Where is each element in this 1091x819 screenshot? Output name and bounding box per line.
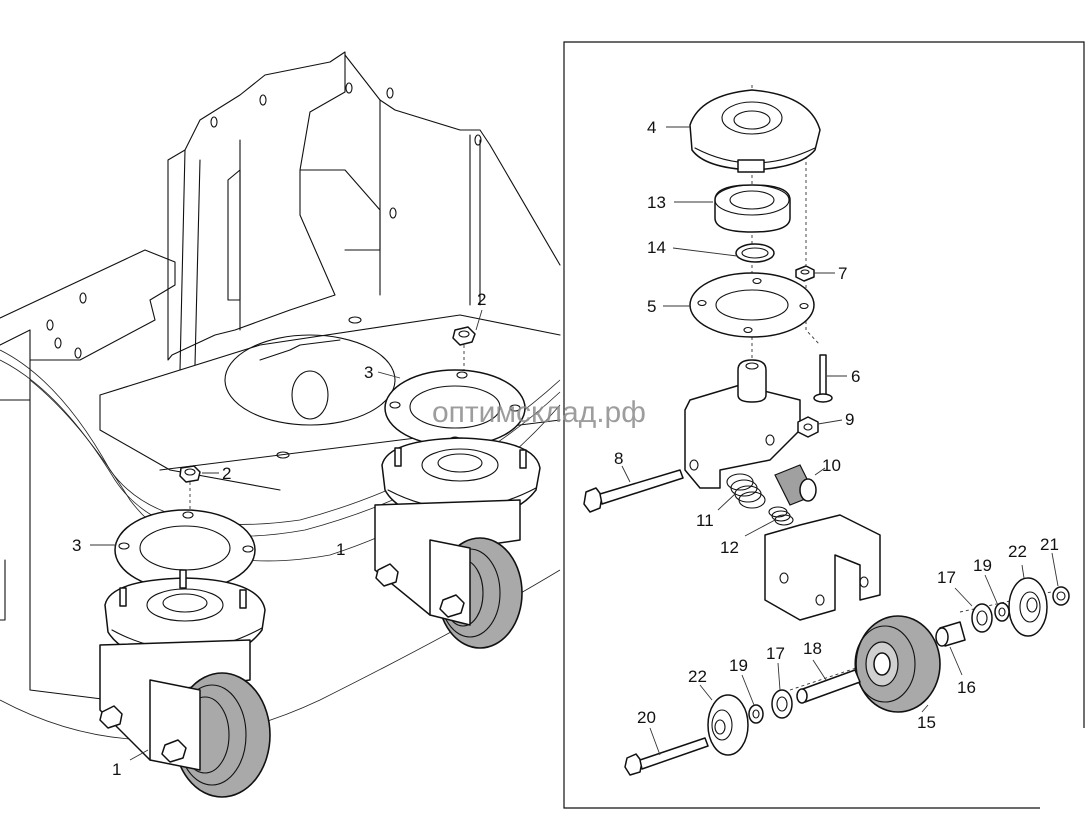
bolt-icon xyxy=(624,737,709,776)
leader-lines xyxy=(621,126,1059,756)
callout-1: 1 xyxy=(112,760,121,779)
nut-icon xyxy=(797,416,819,438)
callout-19: 19 xyxy=(973,556,992,575)
spacer-tube-icon xyxy=(796,669,861,704)
callout-3: 3 xyxy=(72,536,81,555)
callout-2: 2 xyxy=(222,464,231,483)
caster-right xyxy=(374,326,541,649)
callout-1: 1 xyxy=(336,540,345,559)
callout-22: 22 xyxy=(688,667,707,686)
callout-11: 11 xyxy=(696,511,714,530)
wheel-icon xyxy=(854,615,941,713)
callout-21: 21 xyxy=(1040,535,1059,554)
callout-6: 6 xyxy=(851,367,860,386)
nut-icon xyxy=(795,265,815,282)
wheel-cover-icon xyxy=(1008,577,1048,637)
bearing-icon xyxy=(971,603,993,633)
watermark: оптимсклад.рф xyxy=(432,396,646,429)
axle-nut-icon xyxy=(99,705,187,763)
callout-17: 17 xyxy=(937,568,956,587)
mounting-plate-icon xyxy=(384,369,526,447)
plate-icon xyxy=(689,272,815,338)
bolt-icon xyxy=(583,469,684,513)
callout-2: 2 xyxy=(477,290,486,309)
washer-icon xyxy=(994,602,1010,622)
spring-icon xyxy=(768,506,794,526)
callout-8: 8 xyxy=(614,449,623,468)
callout-7: 7 xyxy=(838,264,847,283)
bushing-icon xyxy=(774,464,817,506)
callout-12: 12 xyxy=(720,538,739,557)
callout-20: 20 xyxy=(637,708,656,727)
bearing-icon xyxy=(771,689,793,719)
nut-icon xyxy=(452,326,476,346)
detail-parts xyxy=(583,85,1070,776)
callout-22: 22 xyxy=(1008,542,1027,561)
callout-13: 13 xyxy=(647,193,666,212)
bearing-icon xyxy=(714,184,791,233)
detail-frame xyxy=(563,41,1085,809)
spring-icon xyxy=(726,473,766,509)
retaining-ring-icon xyxy=(735,243,775,263)
callout-10: 10 xyxy=(822,456,841,475)
swivel-ring-icon xyxy=(689,89,821,173)
callout-16: 16 xyxy=(957,678,976,697)
nut-icon xyxy=(179,465,201,483)
caster-left xyxy=(99,465,271,798)
axle-nut-icon xyxy=(375,563,465,618)
callout-5: 5 xyxy=(647,297,656,316)
callout-15: 15 xyxy=(917,713,936,732)
callout-18: 18 xyxy=(803,639,822,658)
callout-14: 14 xyxy=(647,238,666,257)
bolt-icon xyxy=(813,354,833,403)
callout-17: 17 xyxy=(766,644,785,663)
callout-4: 4 xyxy=(647,118,656,137)
chassis-frame xyxy=(0,51,561,741)
callout-9: 9 xyxy=(845,410,854,429)
callout-3: 3 xyxy=(364,363,373,382)
spacer-icon xyxy=(935,621,966,647)
washer-icon xyxy=(748,704,764,724)
fork-bracket-icon xyxy=(764,514,881,621)
nut-icon xyxy=(1052,586,1070,606)
wheel-cover-icon xyxy=(707,694,749,756)
callout-19: 19 xyxy=(729,656,748,675)
fork-housing-icon xyxy=(684,359,801,489)
